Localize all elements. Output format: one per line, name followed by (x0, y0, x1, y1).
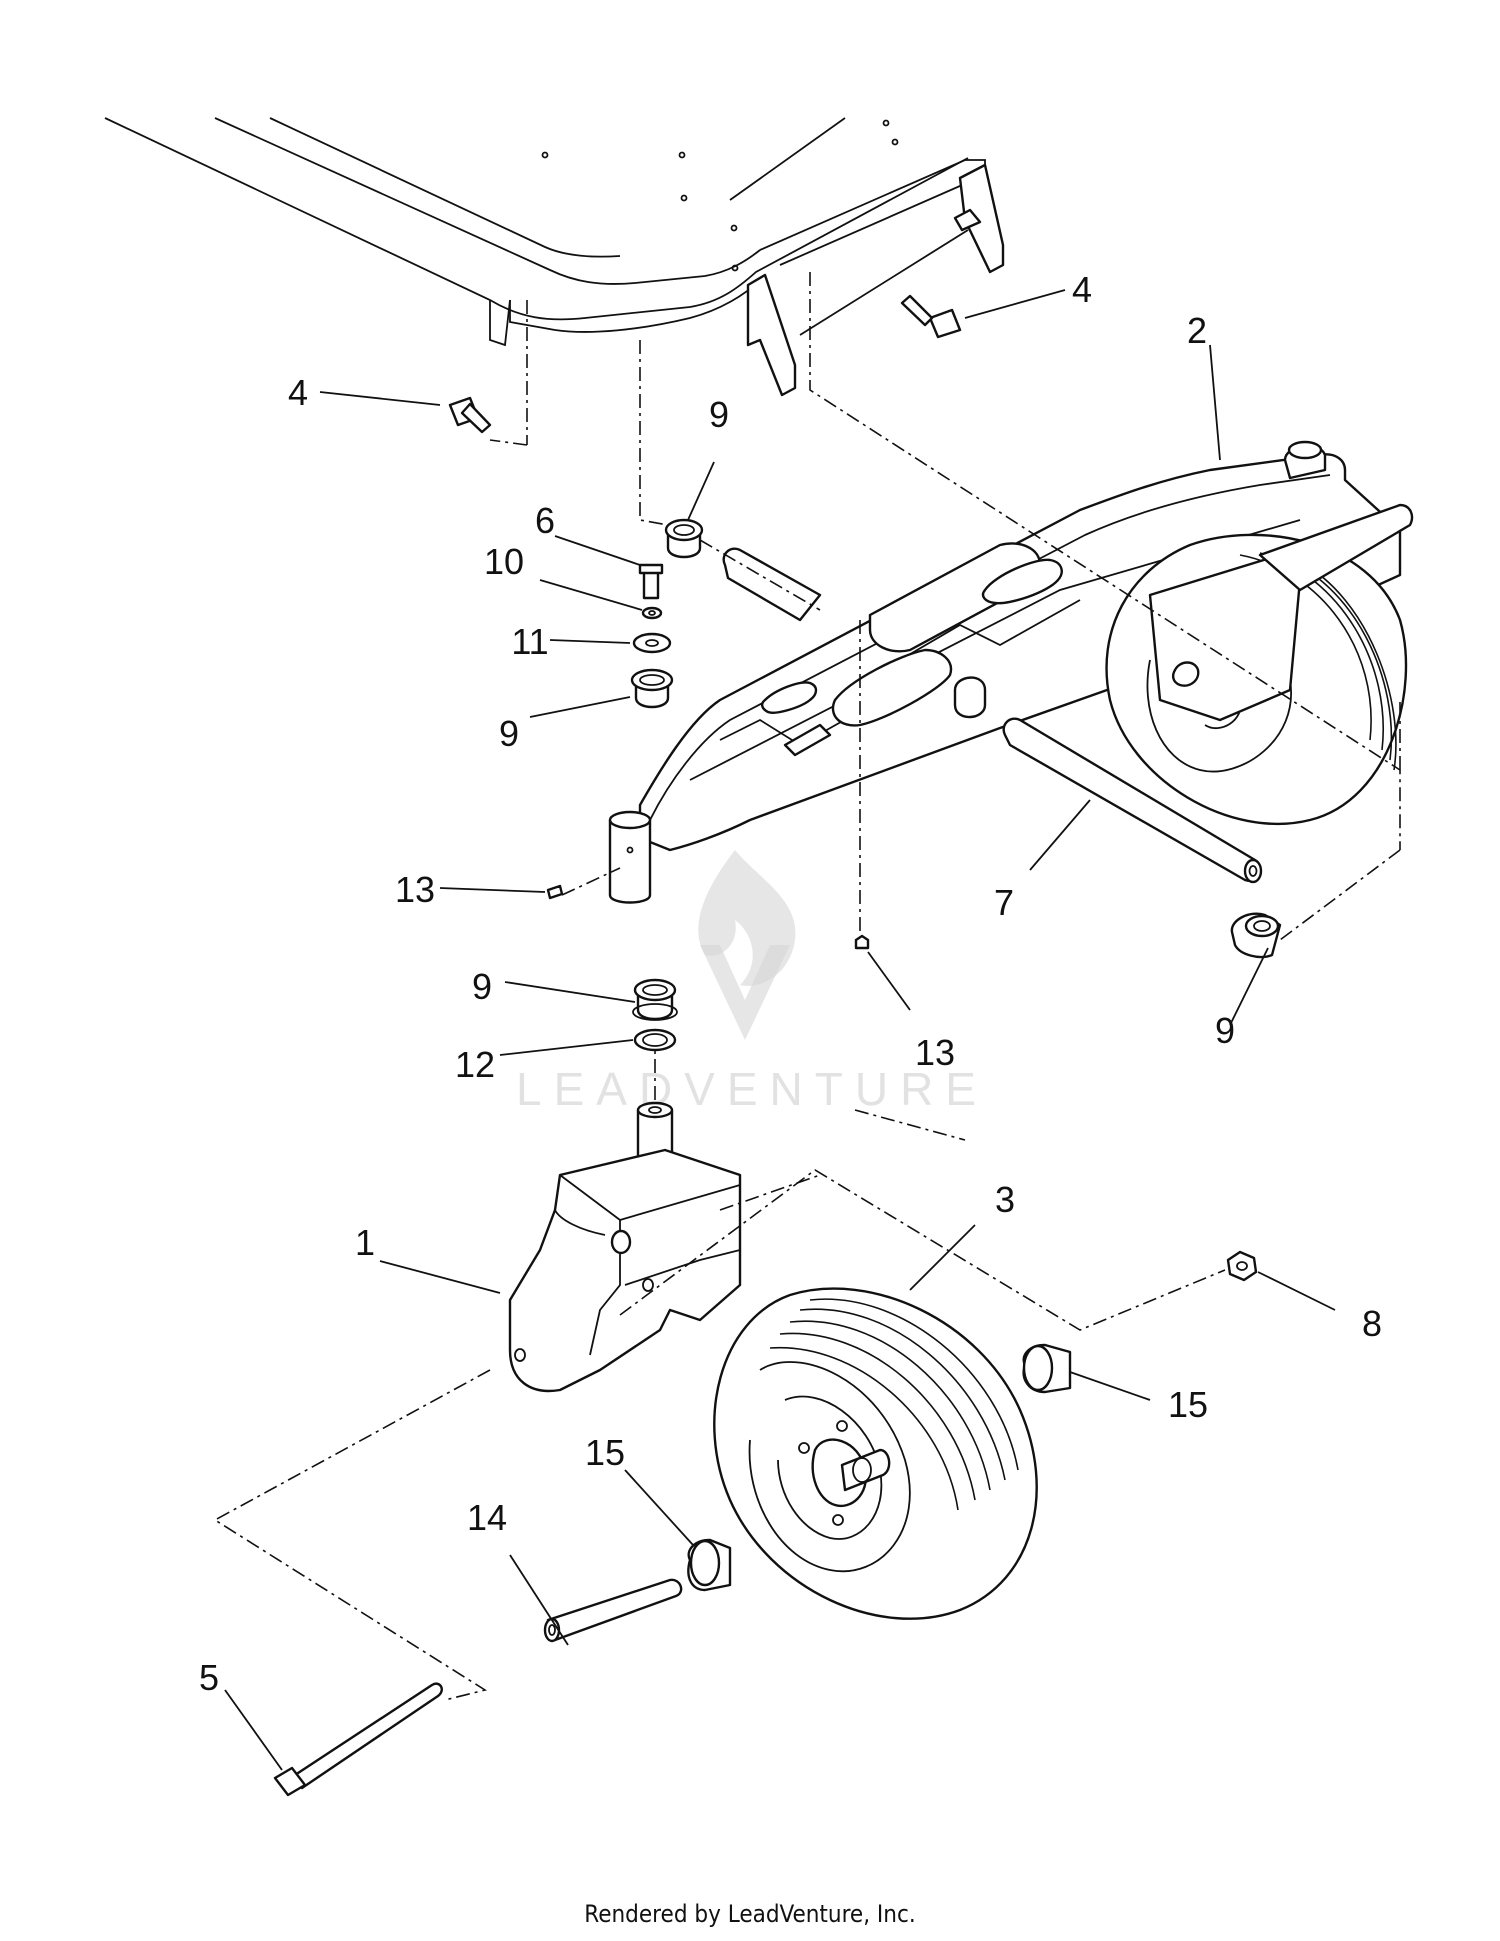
callout-9-mid: 9 (499, 713, 519, 754)
leadventure-watermark: LEADVENTURE (516, 850, 988, 1115)
footer-credit: Rendered by LeadVenture, Inc. (584, 1900, 916, 1928)
callout-15-right: 15 (1168, 1384, 1208, 1425)
thrust-washer (633, 1028, 677, 1052)
bushing (1230, 912, 1282, 959)
callout-15-left: 15 (585, 1432, 625, 1473)
callout-9-top: 9 (709, 394, 729, 435)
bolt-4-right (900, 294, 962, 339)
deck-bracket (746, 163, 1005, 397)
callout-2: 2 (1187, 310, 1207, 351)
callout-labels: 1 2 3 4 4 5 6 7 8 9 9 9 9 10 11 12 13 13… (199, 269, 1382, 1698)
callout-3: 3 (995, 1179, 1015, 1220)
callout-11: 11 (511, 621, 548, 662)
callout-1: 1 (355, 1222, 375, 1263)
deck-plate (104, 100, 1030, 347)
alignment-lines (213, 272, 1401, 1701)
callout-9-right: 9 (1215, 1010, 1235, 1051)
bushing (664, 518, 704, 559)
callout-10: 10 (484, 541, 524, 582)
callout-6: 6 (535, 500, 555, 541)
lock-nut (1226, 1250, 1258, 1282)
wheel-axle (543, 1578, 683, 1643)
caster-fork (508, 1101, 742, 1393)
callout-5: 5 (199, 1657, 219, 1698)
pivot-tube (1002, 717, 1263, 884)
flat-washer (632, 632, 672, 654)
bushing (630, 668, 674, 709)
leader-lines (224, 289, 1336, 1771)
spacer (687, 1538, 732, 1592)
pivot-tube-rear (722, 547, 822, 622)
callout-7: 7 (994, 882, 1014, 923)
callout-9-low: 9 (472, 966, 492, 1007)
callout-8: 8 (1362, 1303, 1382, 1344)
right-caster-wheel (1105, 503, 1414, 826)
callout-4-left: 4 (288, 372, 308, 413)
caster-bolt (273, 1682, 443, 1797)
bolt-6 (638, 563, 664, 600)
front-caster-wheel (713, 1287, 1038, 1620)
watermark-text: LEADVENTURE (516, 1063, 988, 1115)
bolt-4-left (448, 396, 492, 434)
callout-12: 12 (455, 1044, 495, 1085)
lock-washer (641, 606, 663, 620)
callout-4-right: 4 (1072, 269, 1092, 310)
spacer (1022, 1343, 1072, 1394)
bushing (632, 978, 678, 1021)
callout-13-left: 13 (395, 869, 435, 910)
callout-14: 14 (467, 1497, 507, 1538)
callout-13-center: 13 (915, 1032, 955, 1073)
grease-fitting (546, 884, 564, 900)
grease-fitting (854, 934, 870, 950)
